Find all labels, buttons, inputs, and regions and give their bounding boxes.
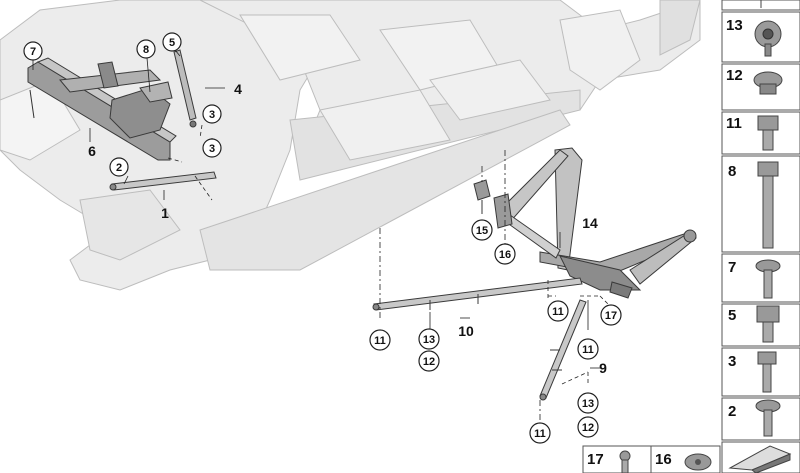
small-bolt-icon [757, 351, 777, 393]
nut-icon [684, 453, 712, 471]
svg-text:16: 16 [499, 249, 511, 261]
callout-6: 6 [88, 143, 96, 159]
svg-text:13: 13 [582, 398, 594, 410]
callout-3-upper: 3 [202, 104, 222, 124]
strut-rod-5 [173, 49, 197, 128]
callout-7: 7 [23, 41, 43, 61]
callout-17: 17 [600, 304, 622, 326]
svg-text:13: 13 [423, 334, 435, 346]
svg-text:10: 10 [458, 323, 474, 339]
svg-text:5: 5 [728, 307, 736, 324]
parts-tile-12: 12 [721, 63, 800, 111]
leader-lines-right [379, 150, 611, 420]
svg-text:14: 14 [582, 215, 598, 231]
svg-text:15: 15 [476, 225, 488, 237]
svg-text:6: 6 [88, 143, 96, 159]
parts-tile-16: 16 [650, 445, 721, 473]
svg-text:12: 12 [423, 356, 435, 368]
parts-tile-2: 2 [721, 397, 800, 441]
svg-text:1: 1 [161, 205, 169, 221]
bolt-15 [473, 179, 491, 214]
svg-text:12: 12 [726, 67, 743, 84]
svg-text:5: 5 [169, 37, 175, 49]
svg-text:17: 17 [587, 451, 604, 468]
parts-column: 13 12 11 8 [721, 0, 800, 473]
callout-8: 8 [136, 39, 156, 59]
svg-text:3: 3 [209, 143, 215, 155]
svg-text:11: 11 [534, 428, 546, 440]
svg-text:7: 7 [30, 46, 36, 58]
collar-bolt-icon [755, 399, 781, 437]
callout-12-b: 12 [577, 416, 599, 438]
callout-9: 9 [599, 360, 607, 376]
callout-4: 4 [234, 81, 242, 97]
parts-tile-11: 11 [721, 111, 800, 155]
svg-text:2: 2 [116, 162, 122, 174]
svg-text:17: 17 [605, 310, 617, 322]
svg-text:8: 8 [143, 44, 149, 56]
parts-tile-3: 3 [721, 347, 800, 397]
cross-member-14 [493, 147, 697, 299]
callout-12-a: 12 [418, 350, 440, 372]
callout-11-c: 11 [577, 338, 599, 360]
svg-text:8: 8 [728, 163, 736, 180]
callout-13-b: 13 [577, 392, 599, 414]
callout-2: 2 [109, 157, 129, 177]
callout-15: 15 [471, 219, 493, 241]
callout-3-lower: 3 [202, 138, 222, 158]
parts-tile-13: 13 [721, 11, 800, 63]
callout-11-a: 11 [369, 329, 391, 351]
callout-1: 1 [161, 205, 169, 221]
flange-nut-icon [753, 71, 783, 95]
svg-text:11: 11 [582, 344, 594, 356]
strut-brace-assembly [27, 57, 177, 161]
svg-text:7: 7 [728, 259, 736, 276]
svg-text:3: 3 [209, 109, 215, 121]
svg-text:11: 11 [552, 306, 564, 318]
strut-bar-10 [372, 277, 583, 311]
spring-nut-icon [754, 20, 782, 57]
callout-14: 14 [582, 215, 598, 231]
svg-text:16: 16 [655, 451, 672, 468]
long-bolt-icon [757, 161, 779, 249]
vehicle-body-shell [0, 0, 701, 291]
svg-text:13: 13 [726, 17, 743, 34]
callout-5: 5 [162, 32, 182, 52]
reference-arrow-tile [721, 441, 800, 473]
parts-tile-7: 7 [721, 253, 800, 303]
callout-11-d: 11 [529, 422, 551, 444]
stud-icon [619, 450, 631, 473]
svg-text:4: 4 [234, 81, 242, 97]
callout-11-b: 11 [547, 300, 569, 322]
callout-10: 10 [458, 323, 474, 339]
bottom-tiles: 17 16 [582, 445, 721, 473]
strut-bar-9 [539, 299, 587, 401]
callout-16: 16 [494, 243, 516, 265]
svg-text:9: 9 [599, 360, 607, 376]
parts-tile-8: 8 [721, 155, 800, 253]
svg-text:3: 3 [728, 353, 736, 370]
svg-text:12: 12 [582, 422, 594, 434]
hex-bolt-short-icon [756, 305, 780, 343]
svg-text:11: 11 [726, 115, 742, 132]
parts-tile-17: 17 [582, 445, 652, 473]
svg-text:2: 2 [728, 403, 736, 420]
svg-text:11: 11 [374, 335, 386, 347]
tie-rod-1 [109, 171, 217, 191]
callout-13-a: 13 [418, 328, 440, 350]
flange-bolt-icon [755, 259, 781, 299]
hex-bolt-icon [757, 115, 779, 151]
parts-tile-5: 5 [721, 303, 800, 347]
